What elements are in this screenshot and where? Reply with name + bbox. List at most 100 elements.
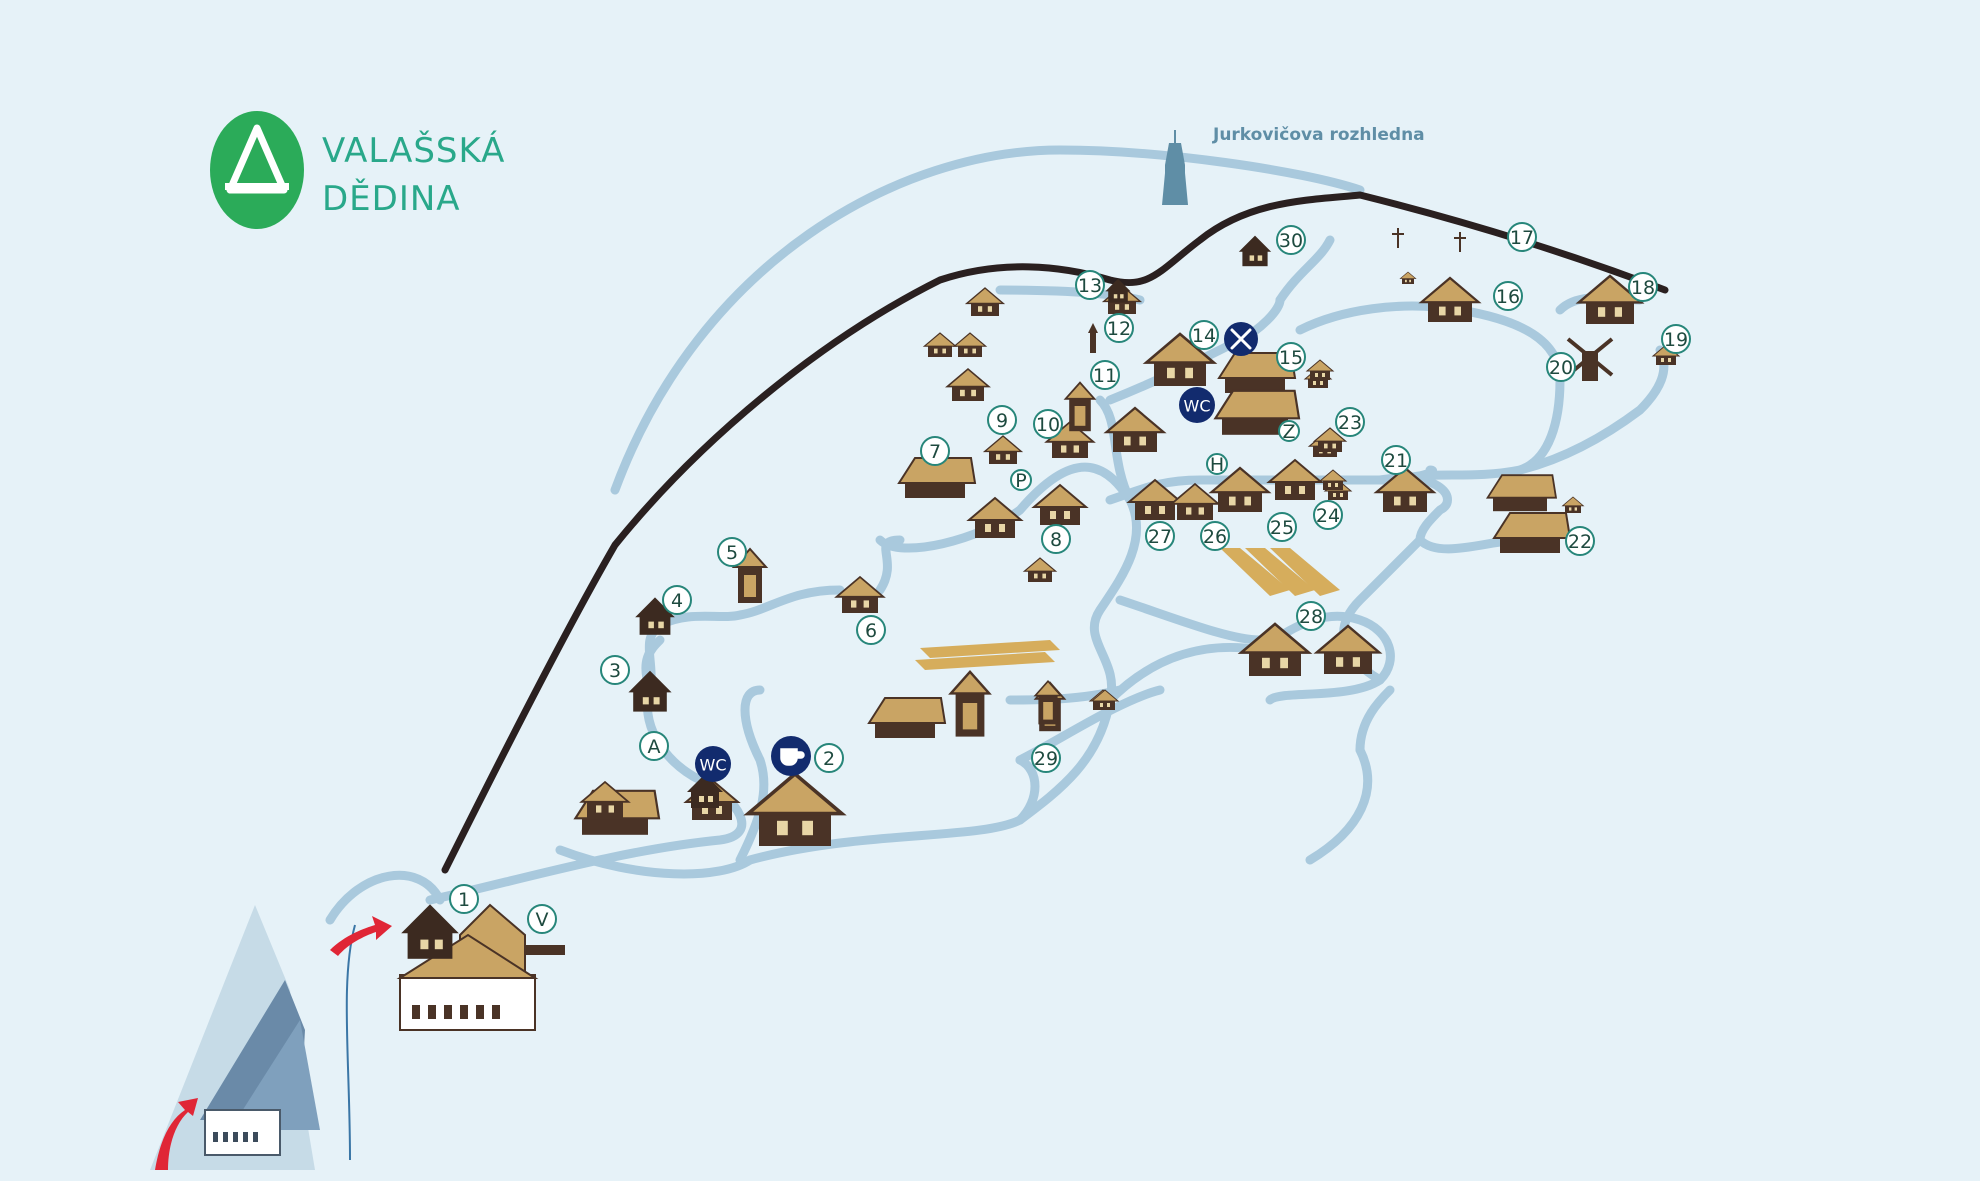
building-marker-1[interactable]: 1 — [449, 884, 479, 914]
building-marker-6[interactable]: 6 — [856, 615, 886, 645]
building-marker-2[interactable]: 2 — [814, 743, 844, 773]
marker-number: 30 — [1279, 230, 1303, 252]
building-marker-11[interactable]: 11 — [1090, 360, 1120, 390]
marker-badge — [449, 884, 479, 914]
building-marker-27[interactable]: 27 — [1145, 521, 1175, 551]
marker-badge — [1267, 512, 1297, 542]
marker-badge — [1381, 445, 1411, 475]
building-marker-18[interactable]: 18 — [1628, 272, 1658, 302]
marker-badge — [662, 585, 692, 615]
building-marker-4[interactable]: 4 — [662, 585, 692, 615]
building-marker-25[interactable]: 25 — [1267, 512, 1297, 542]
marker-number: 19 — [1664, 329, 1688, 351]
building-marker-21[interactable]: 21 — [1381, 445, 1411, 475]
fields — [915, 548, 1340, 670]
building-marker-22[interactable]: 22 — [1565, 526, 1595, 556]
building-marker-13[interactable]: 13 — [1075, 270, 1105, 300]
marker-number: 24 — [1316, 505, 1340, 527]
building-marker-3[interactable]: 3 — [600, 655, 630, 685]
marker-number: 6 — [865, 620, 877, 642]
building-marker-17[interactable]: 17 — [1507, 222, 1537, 252]
building-marker-16[interactable]: 16 — [1493, 281, 1523, 311]
marker-badge — [1010, 469, 1032, 491]
building-marker-24[interactable]: 24 — [1313, 500, 1343, 530]
tower-label: Jurkovičova rozhledna — [1212, 125, 1425, 145]
marker-badge — [1313, 500, 1343, 530]
cemetery-symbols — [1392, 228, 1466, 252]
marker-badge — [1296, 601, 1326, 631]
marker-badge — [1507, 222, 1537, 252]
letter-marker-p[interactable]: P — [1010, 469, 1032, 492]
marker-number: 3 — [609, 660, 621, 682]
marker-number: 4 — [671, 590, 683, 612]
marker-number: 16 — [1496, 286, 1520, 308]
wc-marker-1[interactable]: WC — [695, 746, 731, 782]
marker-badge — [1493, 281, 1523, 311]
marker-number: 15 — [1279, 347, 1303, 369]
marker-badge — [1661, 324, 1691, 354]
marker-number: 20 — [1549, 357, 1573, 379]
marker-number: 14 — [1192, 325, 1216, 347]
building-marker-9[interactable]: 9 — [987, 405, 1017, 435]
cup-icon — [780, 748, 805, 766]
logo-line2: DĚDINA — [322, 178, 461, 219]
marker-letter: H — [1210, 454, 1224, 476]
wc-badge — [695, 746, 731, 782]
letter-marker-z[interactable]: Z — [1278, 420, 1300, 443]
side-path — [345, 924, 356, 1161]
marker-badge — [717, 537, 747, 567]
building-marker-15[interactable]: 15 — [1276, 342, 1306, 372]
building-marker-8[interactable]: 8 — [1041, 524, 1071, 554]
wc-label: WC — [700, 756, 727, 775]
marker-badge — [1189, 320, 1219, 350]
marker-number: 28 — [1299, 606, 1323, 628]
building-marker-23[interactable]: 23 — [1335, 407, 1365, 437]
building-marker-28[interactable]: 28 — [1296, 601, 1326, 631]
marker-number: 21 — [1384, 450, 1408, 472]
letter-marker-v[interactable]: V — [527, 904, 557, 934]
cafe-marker[interactable] — [771, 736, 811, 776]
marker-badge — [600, 655, 630, 685]
building-marker-29[interactable]: 29 — [1031, 743, 1061, 773]
access-road — [441, 191, 1669, 874]
marker-badge — [1628, 272, 1658, 302]
marker-badge — [1090, 360, 1120, 390]
marker-number: 18 — [1631, 277, 1655, 299]
building-marker-10[interactable]: 10 — [1033, 409, 1063, 439]
marker-number: 23 — [1338, 412, 1362, 434]
letter-marker-a[interactable]: A — [639, 731, 669, 761]
marker-badge — [1206, 453, 1228, 475]
building-marker-7[interactable]: 7 — [920, 436, 950, 466]
marker-badge — [1276, 225, 1306, 255]
marker-number: 9 — [996, 410, 1008, 432]
entrance-arrows — [155, 916, 392, 1170]
building-marker-30[interactable]: 30 — [1276, 225, 1306, 255]
main-hall — [396, 903, 565, 1031]
marker-badge — [1031, 743, 1061, 773]
building-marker-12[interactable]: 12 — [1104, 313, 1134, 343]
building-marker-14[interactable]: 14 — [1189, 320, 1219, 350]
building-marker-5[interactable]: 5 — [717, 537, 747, 567]
marker-number: 25 — [1270, 517, 1294, 539]
marker-badge — [1546, 352, 1576, 382]
marker-number: 29 — [1034, 748, 1058, 770]
wc-marker-2[interactable]: WC — [1179, 387, 1215, 423]
marker-badge — [527, 904, 557, 934]
marker-letter: Z — [1282, 421, 1295, 443]
building-marker-26[interactable]: 26 — [1200, 521, 1230, 551]
marker-badge — [1075, 270, 1105, 300]
marker-number: 27 — [1148, 526, 1172, 548]
marker-letter: V — [536, 909, 549, 931]
building-marker-20[interactable]: 20 — [1546, 352, 1576, 382]
logo-circle — [210, 111, 304, 229]
marker-number: 10 — [1036, 414, 1060, 436]
jurkovic-tower — [1162, 130, 1188, 205]
restaurant-marker[interactable] — [1224, 322, 1258, 356]
letter-marker-h[interactable]: H — [1206, 453, 1228, 476]
marker-number: 8 — [1050, 529, 1062, 551]
marker-number: 1 — [458, 889, 470, 911]
fork-knife-icon — [1230, 328, 1252, 350]
marker-badge — [1200, 521, 1230, 551]
building-marker-19[interactable]: 19 — [1661, 324, 1691, 354]
